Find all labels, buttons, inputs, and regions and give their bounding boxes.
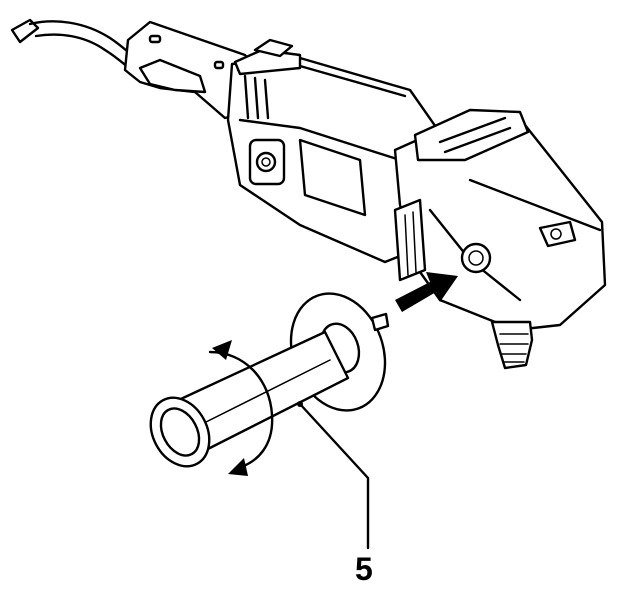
rotation-arrow-icon [208,340,274,476]
power-cord [10,18,142,74]
insert-arrow-icon [395,272,458,312]
part-number-label: 5 [355,551,373,587]
side-grip [149,292,390,468]
switch-cover [233,38,302,76]
leader-line [298,402,370,550]
spindle [490,320,534,370]
rear-handle [123,20,262,120]
